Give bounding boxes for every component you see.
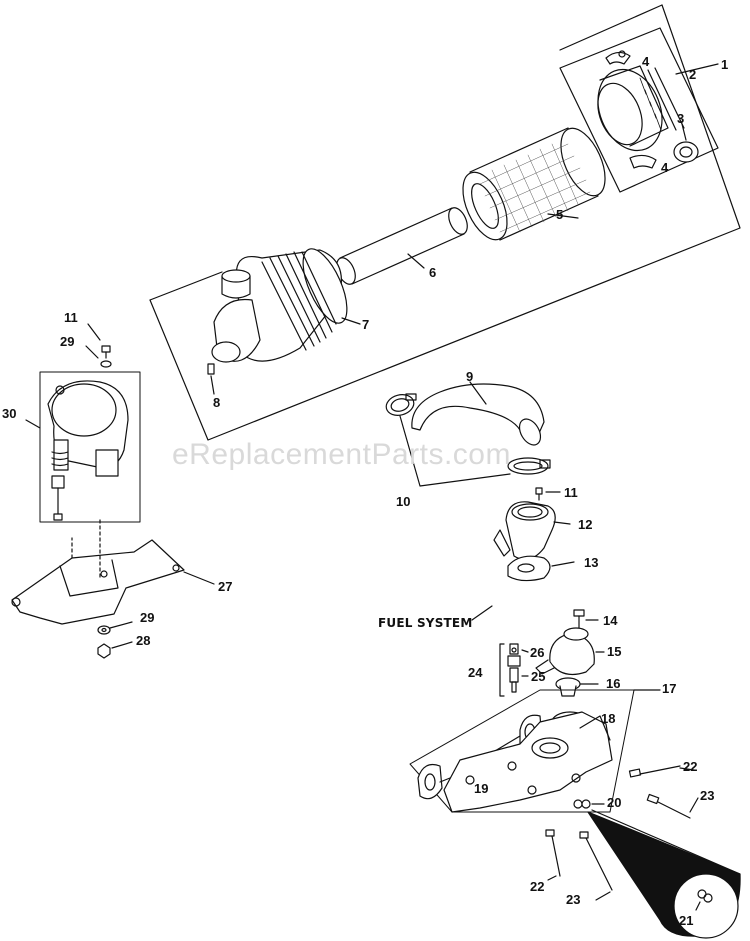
callout-5[interactable]: 5 [556,207,564,222]
callout-11-right[interactable]: 11 [564,485,578,500]
hose-clamp-lower [507,457,551,475]
sensor-subassembly [499,643,529,697]
callout-19[interactable]: 19 [474,781,489,796]
inner-element-part [336,207,468,285]
bolt-part-bottom-long [579,831,613,901]
air-intake-hose-part [411,381,545,446]
washer-part-lower [97,621,133,635]
thermostat-part [555,677,599,697]
callout-18[interactable]: 18 [601,711,616,726]
screw-part-upper-right [535,487,561,501]
air-cleaner-housing-part [211,248,361,363]
callout-8[interactable]: 8 [213,395,221,410]
callout-1[interactable]: 1 [721,57,729,72]
callout-12[interactable]: 12 [578,517,593,532]
callout-15[interactable]: 15 [607,644,622,659]
housing-drain-fitting-part [207,363,215,395]
callout-22-bottom[interactable]: 22 [530,879,545,894]
evacuator-valve-part [673,123,699,163]
bolt-part-right-long [646,793,699,819]
cover-subassembly-box [559,27,719,193]
callout-23-bottom[interactable]: 23 [566,892,581,907]
callout-4-bottom[interactable]: 4 [661,160,669,175]
cover-clip-bottom [629,154,657,169]
callout-2[interactable]: 2 [689,67,697,82]
screw-part-upper-left [87,323,111,359]
callout-23-right[interactable]: 23 [700,788,715,803]
callout-4-top[interactable]: 4 [642,54,650,69]
spring-and-bolt-part [51,451,69,521]
fitting-part-manifold [573,799,605,809]
clamp-leader-lines [399,415,511,487]
callout-6[interactable]: 6 [429,265,437,280]
callout-9[interactable]: 9 [466,369,474,384]
mounting-band-part [47,380,129,477]
callout-25[interactable]: 25 [531,669,546,684]
fuel-system-pointer [471,605,493,621]
filter-element-part [462,127,606,241]
bolt-part-right-short [628,765,695,778]
callout-10[interactable]: 10 [396,494,411,509]
mounting-bracket-part [11,519,215,625]
thermostat-housing-part [535,627,605,675]
callout-28[interactable]: 28 [136,633,151,648]
callout-17[interactable]: 17 [662,681,677,696]
callout-30[interactable]: 30 [2,406,17,421]
watermark-text: eReplacementParts.com [172,438,511,471]
callout-20[interactable]: 20 [607,795,622,810]
callout-14[interactable]: 14 [603,613,618,628]
fuel-system-label: FUEL SYSTEM [378,616,473,630]
callout-27[interactable]: 27 [218,579,233,594]
hose-clamp-upper [385,393,417,416]
callout-7[interactable]: 7 [362,317,370,332]
bolt-part-bottom-short [545,829,561,881]
detail-magnifier-callout [587,809,741,939]
callout-21[interactable]: 21 [679,913,694,928]
air-cleaner-assembly-outline [149,4,741,441]
callout-22-right[interactable]: 22 [683,759,698,774]
callout-26[interactable]: 26 [530,645,545,660]
callout-29-top[interactable]: 29 [60,334,75,349]
callout-3[interactable]: 3 [677,111,685,126]
air-cleaner-cover-part [597,65,685,152]
intake-manifold-part [443,711,613,813]
manifold-subassembly-box [409,689,661,813]
callout-11-left[interactable]: 11 [64,310,78,325]
nut-part [97,641,133,659]
callout-13[interactable]: 13 [584,555,599,570]
callout-29-bottom[interactable]: 29 [140,610,155,625]
intake-gasket-part [507,555,575,582]
callout-16[interactable]: 16 [606,676,621,691]
cover-clip-top [605,50,631,65]
intake-adapter-part [493,501,571,561]
bracket-subassembly-box [25,371,141,523]
callout-24[interactable]: 24 [468,665,483,680]
washer-part-upper [85,345,112,368]
